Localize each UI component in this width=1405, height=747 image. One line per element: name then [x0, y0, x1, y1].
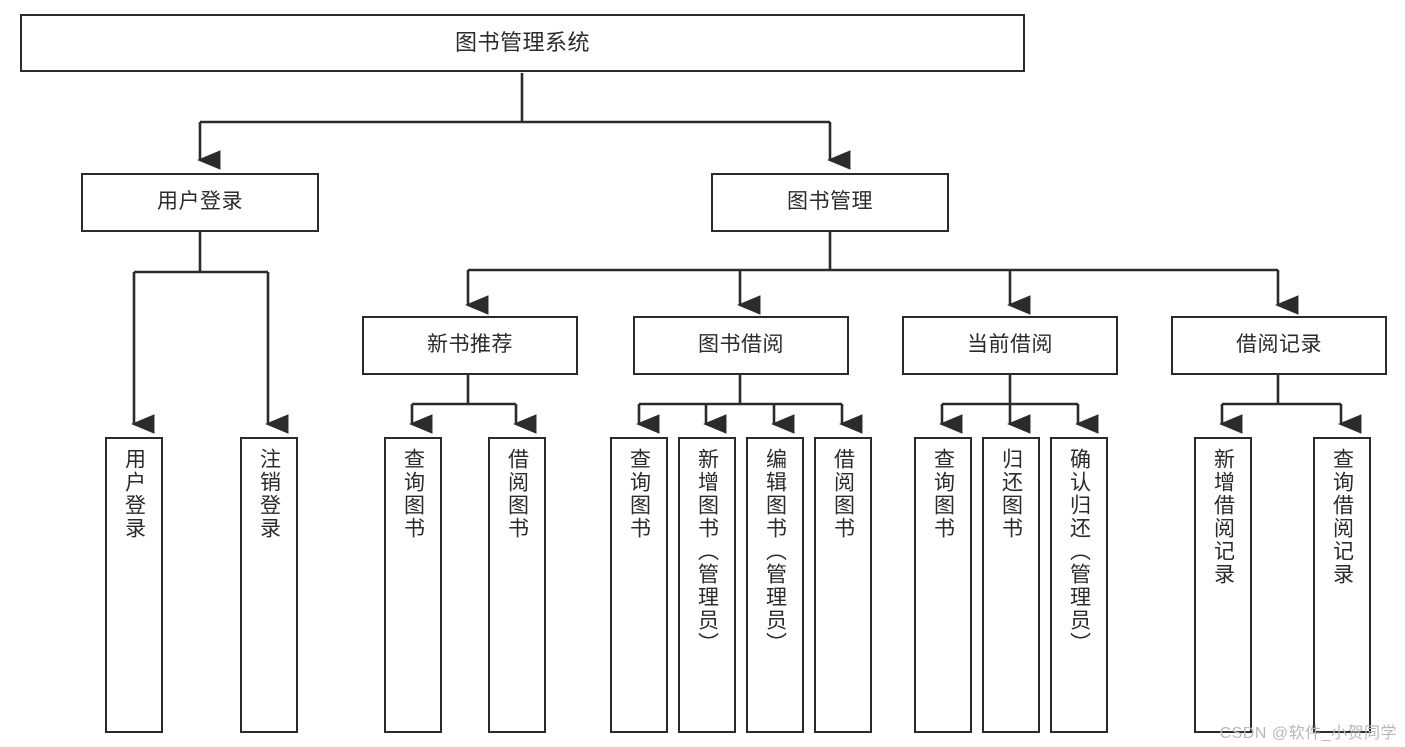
node-label: 图书管理系统 [454, 30, 590, 56]
node-label: 确认归还（管理员） [1067, 448, 1091, 655]
node-label: 新书推荐 [427, 333, 513, 357]
leaf-query-book-recommend[interactable]: 查询图书 [384, 437, 442, 733]
node-label: 归还图书 [999, 448, 1023, 540]
node-new-book-recommend[interactable]: 新书推荐 [362, 316, 578, 375]
node-label: 当前借阅 [967, 333, 1053, 357]
node-label: 新增借阅记录 [1211, 448, 1235, 586]
node-label: 新增图书（管理员） [695, 448, 719, 655]
node-label: 查询图书 [627, 448, 651, 540]
leaf-query-borrow-record[interactable]: 查询借阅记录 [1313, 437, 1371, 733]
leaf-logout[interactable]: 注销登录 [240, 437, 298, 733]
node-label: 借阅记录 [1236, 333, 1322, 357]
leaf-add-book-admin[interactable]: 新增图书（管理员） [678, 437, 736, 733]
leaf-add-borrow-record[interactable]: 新增借阅记录 [1194, 437, 1252, 733]
node-label: 注销登录 [257, 448, 281, 540]
node-book-management[interactable]: 图书管理 [711, 173, 949, 232]
leaf-query-book-current[interactable]: 查询图书 [914, 437, 972, 733]
leaf-query-book-borrow[interactable]: 查询图书 [610, 437, 668, 733]
leaf-borrow-book-recommend[interactable]: 借阅图书 [488, 437, 546, 733]
node-label: 用户登录 [157, 190, 243, 214]
node-user-login[interactable]: 用户登录 [81, 173, 319, 232]
leaf-return-book[interactable]: 归还图书 [982, 437, 1040, 733]
node-label: 借阅图书 [505, 448, 529, 540]
node-root-system[interactable]: 图书管理系统 [20, 14, 1025, 72]
node-label: 用户登录 [122, 448, 146, 540]
node-label: 图书管理 [787, 190, 873, 214]
node-label: 编辑图书（管理员） [763, 448, 787, 655]
leaf-edit-book-admin[interactable]: 编辑图书（管理员） [746, 437, 804, 733]
leaf-borrow-book[interactable]: 借阅图书 [814, 437, 872, 733]
node-label: 借阅图书 [831, 448, 855, 540]
node-book-borrow[interactable]: 图书借阅 [633, 316, 849, 375]
node-label: 查询图书 [931, 448, 955, 540]
leaf-confirm-return-admin[interactable]: 确认归还（管理员） [1050, 437, 1108, 733]
leaf-user-login[interactable]: 用户登录 [105, 437, 163, 733]
node-label: 查询图书 [401, 448, 425, 540]
node-label: 图书借阅 [698, 333, 784, 357]
node-current-borrow[interactable]: 当前借阅 [902, 316, 1118, 375]
node-label: 查询借阅记录 [1330, 448, 1354, 586]
node-borrow-record[interactable]: 借阅记录 [1171, 316, 1387, 375]
